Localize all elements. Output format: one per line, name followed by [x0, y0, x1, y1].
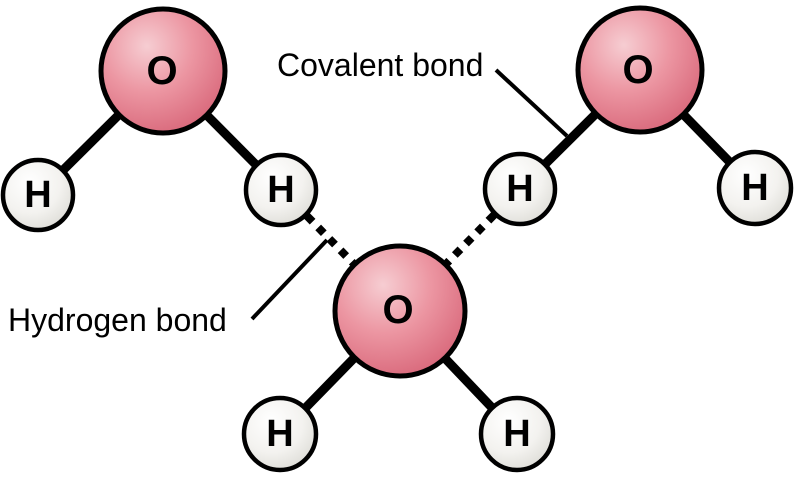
hydrogen-symbol: H: [24, 174, 51, 216]
hydrogen-bonds: [304, 212, 497, 266]
oxygen-atom: [575, 5, 705, 135]
water-molecule-top-left: O H H: [0, 6, 319, 233]
hydrogen-atom: [0, 157, 76, 233]
hydrogen-symbol: H: [741, 167, 768, 209]
hydrogen-symbol: H: [503, 413, 530, 455]
covalent-bond-label: Covalent bond: [277, 47, 483, 83]
hydrogen-bond-line: [304, 213, 356, 266]
oxygen-symbol: O: [382, 288, 413, 332]
hydrogen-symbol: H: [506, 168, 533, 210]
oxygen-atom: [332, 243, 468, 379]
water-molecule-top-right: O H H: [482, 5, 794, 227]
water-molecule-bottom-center: O H H: [241, 243, 556, 473]
hydrogen-atom: [243, 152, 319, 228]
hydrogen-atom: [241, 395, 319, 473]
hydrogen-symbol: H: [267, 169, 294, 211]
oxygen-symbol: O: [146, 49, 177, 93]
hydrogen-bond-label: Hydrogen bond: [8, 302, 227, 338]
hydrogen-atom: [716, 149, 794, 227]
covalent-bond-callout-line: [494, 68, 569, 138]
hydrogen-bond-line: [444, 212, 497, 266]
hydrogen-symbol: H: [266, 413, 293, 455]
oxygen-symbol: O: [622, 48, 653, 92]
hydrogen-atom: [478, 395, 556, 473]
hydrogen-atom: [482, 151, 558, 227]
hydrogen-bond-callout-line: [250, 238, 329, 321]
oxygen-atom: [98, 6, 228, 136]
